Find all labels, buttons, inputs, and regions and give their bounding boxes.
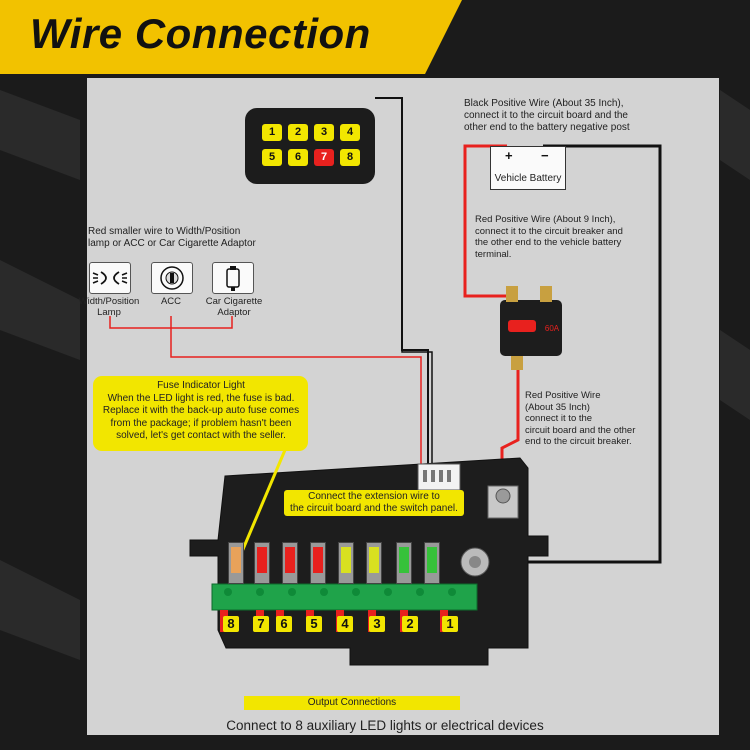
black-wire-35in <box>475 144 662 564</box>
fuse-7-body <box>257 547 267 573</box>
switch-button-5[interactable]: 5 <box>262 149 282 166</box>
fuse-4[interactable] <box>338 542 354 584</box>
extension-wire-label: Connect the extension wire to the circui… <box>284 490 464 516</box>
output-connections-label: Output Connections <box>244 696 460 710</box>
fuse-4-body <box>341 547 351 573</box>
fuse-1[interactable] <box>424 542 440 584</box>
fuse-2[interactable] <box>396 542 412 584</box>
output-number-5: 5 <box>306 616 322 632</box>
fuse-indicator-callout: Fuse Indicator Light When the LED light … <box>93 376 308 451</box>
switch-panel: 1 2 3 4 5 6 7 8 <box>245 108 375 184</box>
fuse-6[interactable] <box>282 542 298 584</box>
terminal-strip <box>211 583 478 611</box>
output-number-2: 2 <box>402 616 418 632</box>
switch-button-6[interactable]: 6 <box>288 149 308 166</box>
fuse-7[interactable] <box>254 542 270 584</box>
switch-extension-wire-2 <box>401 350 433 465</box>
vehicle-battery: + − Vehicle Battery <box>490 146 566 190</box>
switch-button-7[interactable]: 7 <box>314 149 334 166</box>
cigarette-adaptor-icon <box>212 262 254 294</box>
bottom-caption: Connect to 8 auxiliary LED lights or ele… <box>226 718 544 733</box>
accessory-label-position-lamp: Width/Position Lamp <box>78 296 140 318</box>
fuse-6-body <box>285 547 295 573</box>
switch-button-3[interactable]: 3 <box>314 124 334 141</box>
accessory-red-wire-b <box>170 316 233 329</box>
fuse-8[interactable] <box>228 542 244 584</box>
fuse-5[interactable] <box>310 542 326 584</box>
battery-positive-terminal: + <box>505 148 513 163</box>
black-wire-annotation: Black Positive Wire (About 35 Inch), con… <box>464 98 630 133</box>
title-banner: Wire Connection <box>0 0 462 74</box>
accessory-note: Red smaller wire to Width/Position lamp … <box>88 226 256 249</box>
red-wire-9in-annotation: Red Positive Wire (About 9 Inch), connec… <box>475 214 623 260</box>
fuse-2-body <box>399 547 409 573</box>
breaker-lever <box>508 320 536 332</box>
fuse-3[interactable] <box>366 542 382 584</box>
breaker-rating: 60A <box>545 324 560 333</box>
fuse-5-body <box>313 547 323 573</box>
switch-button-1[interactable]: 1 <box>262 124 282 141</box>
switch-button-8[interactable]: 8 <box>340 149 360 166</box>
page-title: Wire Connection <box>30 10 371 57</box>
accessory-label-acc: ACC <box>160 296 182 307</box>
output-number-7: 7 <box>253 616 269 632</box>
switch-button-4[interactable]: 4 <box>340 124 360 141</box>
output-number-3: 3 <box>369 616 385 632</box>
fuse-1-body <box>427 547 437 573</box>
ignition-key-icon <box>151 262 193 294</box>
battery-label: Vehicle Battery <box>494 173 562 184</box>
fuse-8-body <box>231 547 241 573</box>
accessory-red-wire <box>109 316 422 465</box>
red-wire-9in <box>463 144 508 298</box>
fuse-3-body <box>369 547 379 573</box>
switch-button-2[interactable]: 2 <box>288 124 308 141</box>
headlight-icon <box>89 262 131 294</box>
battery-negative-terminal: − <box>541 148 549 163</box>
switch-extension-wire <box>375 97 429 465</box>
output-number-8: 8 <box>223 616 239 632</box>
output-number-1: 1 <box>442 616 458 632</box>
output-number-6: 6 <box>276 616 292 632</box>
output-number-4: 4 <box>337 616 353 632</box>
red-wire-35in-annotation: Red Positive Wire (About 35 Inch) connec… <box>525 390 636 447</box>
accessory-label-cigarette: Car Cigarette Adaptor <box>205 296 263 318</box>
